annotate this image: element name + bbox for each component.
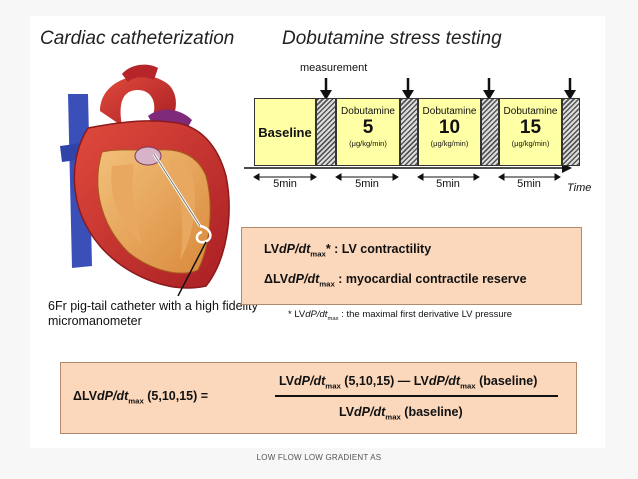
- slide: Cardiac catheterization Dobutamine stres…: [30, 16, 605, 448]
- measurement-arrows: [244, 78, 576, 181]
- dose-unit: (μg/kg/min): [430, 139, 469, 148]
- drug-label: Dobutamine: [422, 106, 477, 117]
- dose-value: 10: [438, 117, 461, 138]
- drug-label: Dobutamine: [341, 106, 395, 117]
- formula-denominator: LVdP/dtmax (baseline): [339, 405, 463, 422]
- dose-box-10: Dobutamine 10 (μg/kg/min): [418, 98, 481, 166]
- time-axis-label: Time: [567, 182, 592, 194]
- duration-label: 5min: [517, 178, 541, 190]
- measurement-period-1: [316, 98, 336, 166]
- definition-contractile-reserve: ΔLVdP/dtmax : myocardial contractile res…: [264, 272, 527, 289]
- duration-label: 5min: [436, 178, 460, 190]
- formula-numerator: LVdP/dtmax (5,10,15) — LVdP/dtmax (basel…: [279, 374, 538, 391]
- title-cardiac-catheterization: Cardiac catheterization: [40, 28, 235, 49]
- definitions-box: LVdP/dtmax* : LV contractility ΔLVdP/dtm…: [241, 227, 582, 305]
- measurement-arrowhead-2: [402, 90, 414, 100]
- dose-unit: (μg/kg/min): [511, 139, 550, 148]
- drug-label: Dobutamine: [503, 106, 558, 117]
- footer-text: LOW FLOW LOW GRADIENT AS: [256, 453, 382, 462]
- caption-pointer: [177, 241, 207, 296]
- dose-unit: (μg/kg/min): [349, 139, 387, 148]
- definition-contractility: LVdP/dtmax* : LV contractility: [264, 242, 432, 259]
- formula-lhs: ΔLVdP/dtmax (5,10,15) =: [73, 389, 209, 406]
- duration-label: 5min: [273, 178, 297, 190]
- formula-box: ΔLVdP/dtmax (5,10,15) = LVdP/dtmax (5,10…: [60, 362, 577, 434]
- measurement-period-4: [562, 98, 580, 166]
- fraction-bar: [275, 395, 558, 397]
- footnote: * LVdP/dtmax : the maximal first derivat…: [288, 309, 513, 322]
- baseline-label: Baseline: [258, 124, 312, 140]
- measurement-period-2: [400, 98, 418, 166]
- dose-box-15: Dobutamine 15 (μg/kg/min): [499, 98, 562, 166]
- title-dobutamine-stress-testing: Dobutamine stress testing: [282, 28, 502, 49]
- measurement-arrowhead-1: [320, 90, 332, 100]
- aortic-valve: [134, 146, 162, 166]
- measurement-period-3: [481, 98, 499, 166]
- dose-value: 5: [362, 117, 374, 138]
- measurement-arrowhead-4: [564, 90, 576, 100]
- measurement-arrowhead-3: [483, 90, 495, 100]
- dose-box-5: Dobutamine 5 (μg/kg/min): [336, 98, 400, 166]
- dose-value: 15: [519, 117, 542, 138]
- baseline-box: Baseline: [254, 98, 316, 166]
- measurement-label: measurement: [300, 62, 368, 74]
- duration-label: 5min: [355, 178, 379, 190]
- heart-illustration: [60, 64, 230, 296]
- catheter-caption: 6Fr pig-tail catheter with a high fideli…: [48, 299, 258, 328]
